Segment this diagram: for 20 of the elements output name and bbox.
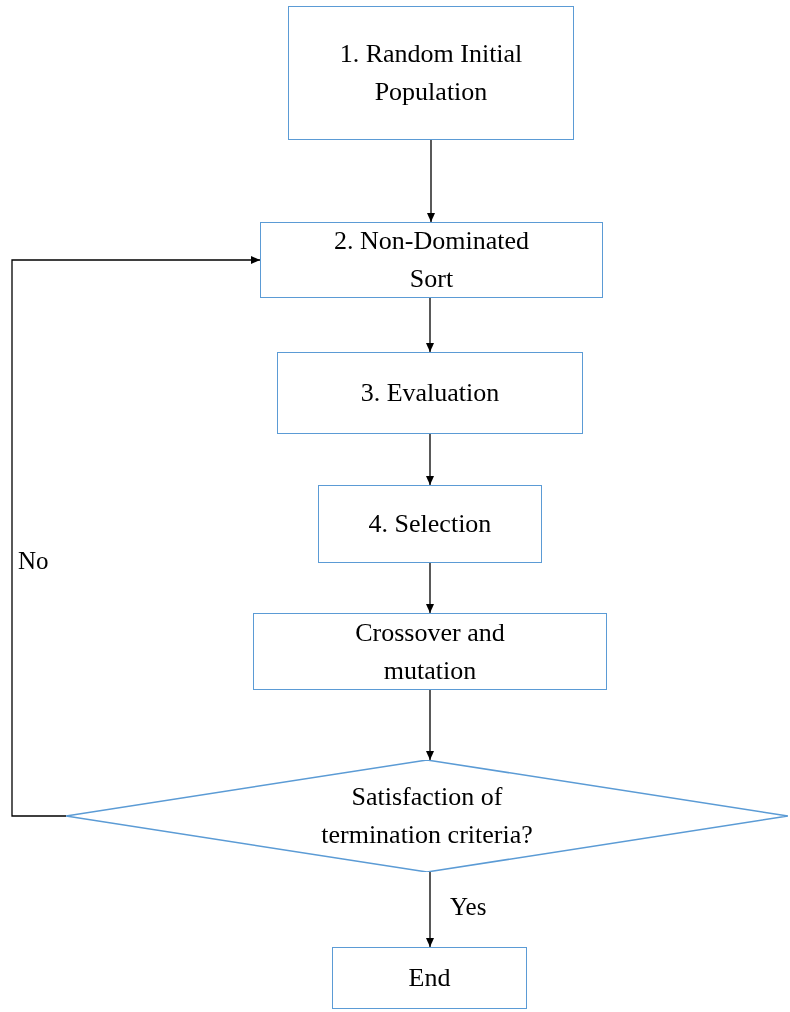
arrow bbox=[426, 689, 434, 761]
arrow bbox=[426, 562, 434, 614]
arrow bbox=[11, 256, 261, 817]
node-text: 4. Selection bbox=[368, 508, 492, 541]
node-text: End bbox=[408, 962, 451, 995]
arrow bbox=[426, 297, 434, 353]
process-box bbox=[332, 947, 527, 1009]
node-text: 1. Random Initial Population bbox=[338, 38, 524, 108]
arrow bbox=[427, 139, 435, 223]
arrow bbox=[426, 871, 434, 948]
arrow bbox=[426, 433, 434, 486]
node-text: 2. Non-Dominated Sort bbox=[333, 225, 530, 295]
process-box bbox=[277, 352, 583, 434]
process-box bbox=[288, 6, 574, 140]
process-box bbox=[260, 222, 603, 298]
process-box bbox=[253, 613, 607, 690]
process-box bbox=[318, 485, 542, 563]
node-text: 3. Evaluation bbox=[360, 377, 500, 410]
node-text: Satisfaction of termination criteria? bbox=[320, 781, 534, 851]
node-text: Crossover and mutation bbox=[354, 616, 506, 687]
